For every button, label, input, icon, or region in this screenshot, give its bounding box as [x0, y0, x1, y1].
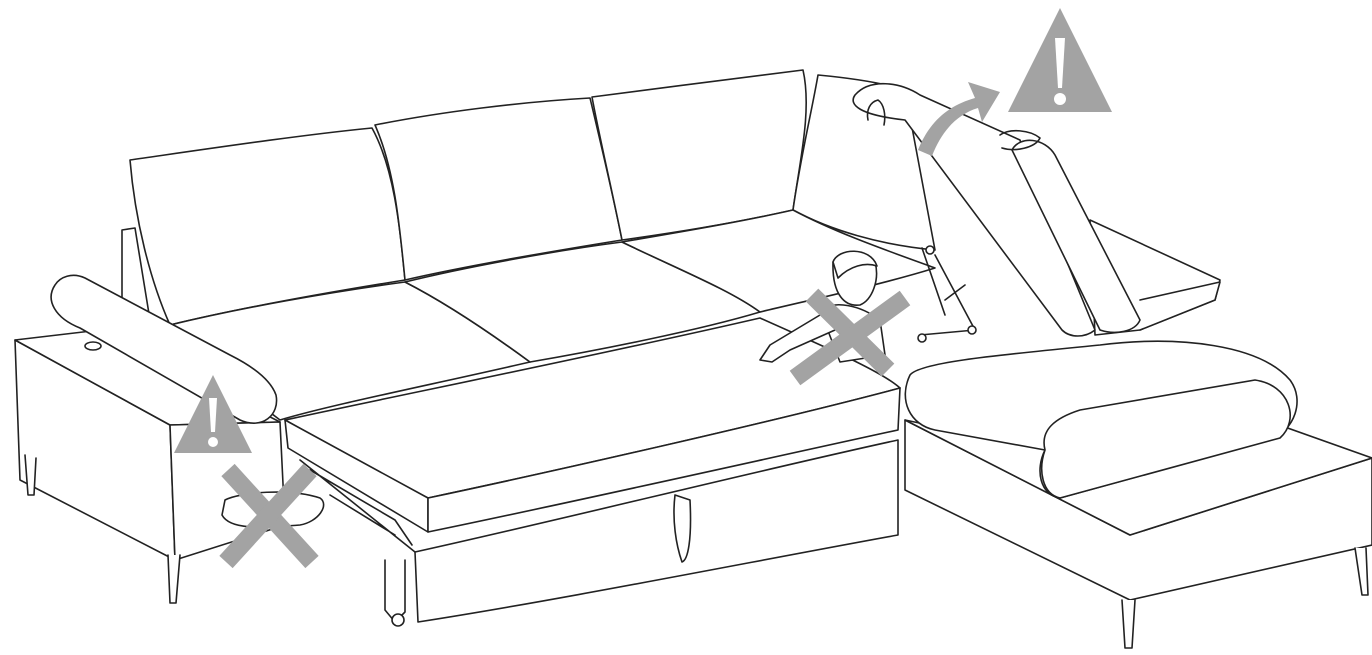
child-arm	[759, 314, 836, 363]
left-leg-2	[167, 554, 181, 604]
warning-triangle-armrest	[174, 375, 252, 453]
warning-triangle-storage-lid	[1008, 8, 1112, 112]
bed-mattress-front	[427, 387, 901, 533]
bed-strap	[673, 494, 692, 563]
lift-lid-arrow	[918, 82, 1000, 156]
strut-pivot-2	[967, 325, 977, 335]
bed-wheel	[391, 613, 405, 627]
armrest-post	[84, 341, 102, 351]
chaise-leg-right	[1354, 547, 1369, 596]
strut-pivot-3	[917, 333, 927, 343]
curved-arrow-icon	[918, 82, 1000, 156]
storage-lid	[852, 82, 1096, 337]
storage-lid-cushion	[1011, 139, 1141, 334]
storage-lid-open	[852, 82, 1141, 343]
pull-out-bed	[284, 317, 901, 627]
left-armrest-bolster	[50, 274, 278, 424]
child-hair	[832, 250, 878, 279]
hand-left-on-lid	[866, 99, 886, 126]
left-leg-1	[24, 454, 37, 496]
bed-frame-front	[414, 439, 899, 623]
storage-box-edge	[1139, 281, 1221, 331]
hand-right-on-lid	[999, 129, 1041, 151]
no-child-near-mechanism	[789, 288, 911, 386]
chaise-bolster	[1041, 379, 1291, 499]
bed-mechanism	[299, 459, 416, 623]
chaise-leg-front	[1121, 599, 1136, 649]
no-objects-under-bed-frame	[219, 463, 319, 569]
chaise-longue	[904, 219, 1372, 649]
strut-pivot-1	[925, 245, 935, 255]
gas-strut	[919, 247, 976, 336]
